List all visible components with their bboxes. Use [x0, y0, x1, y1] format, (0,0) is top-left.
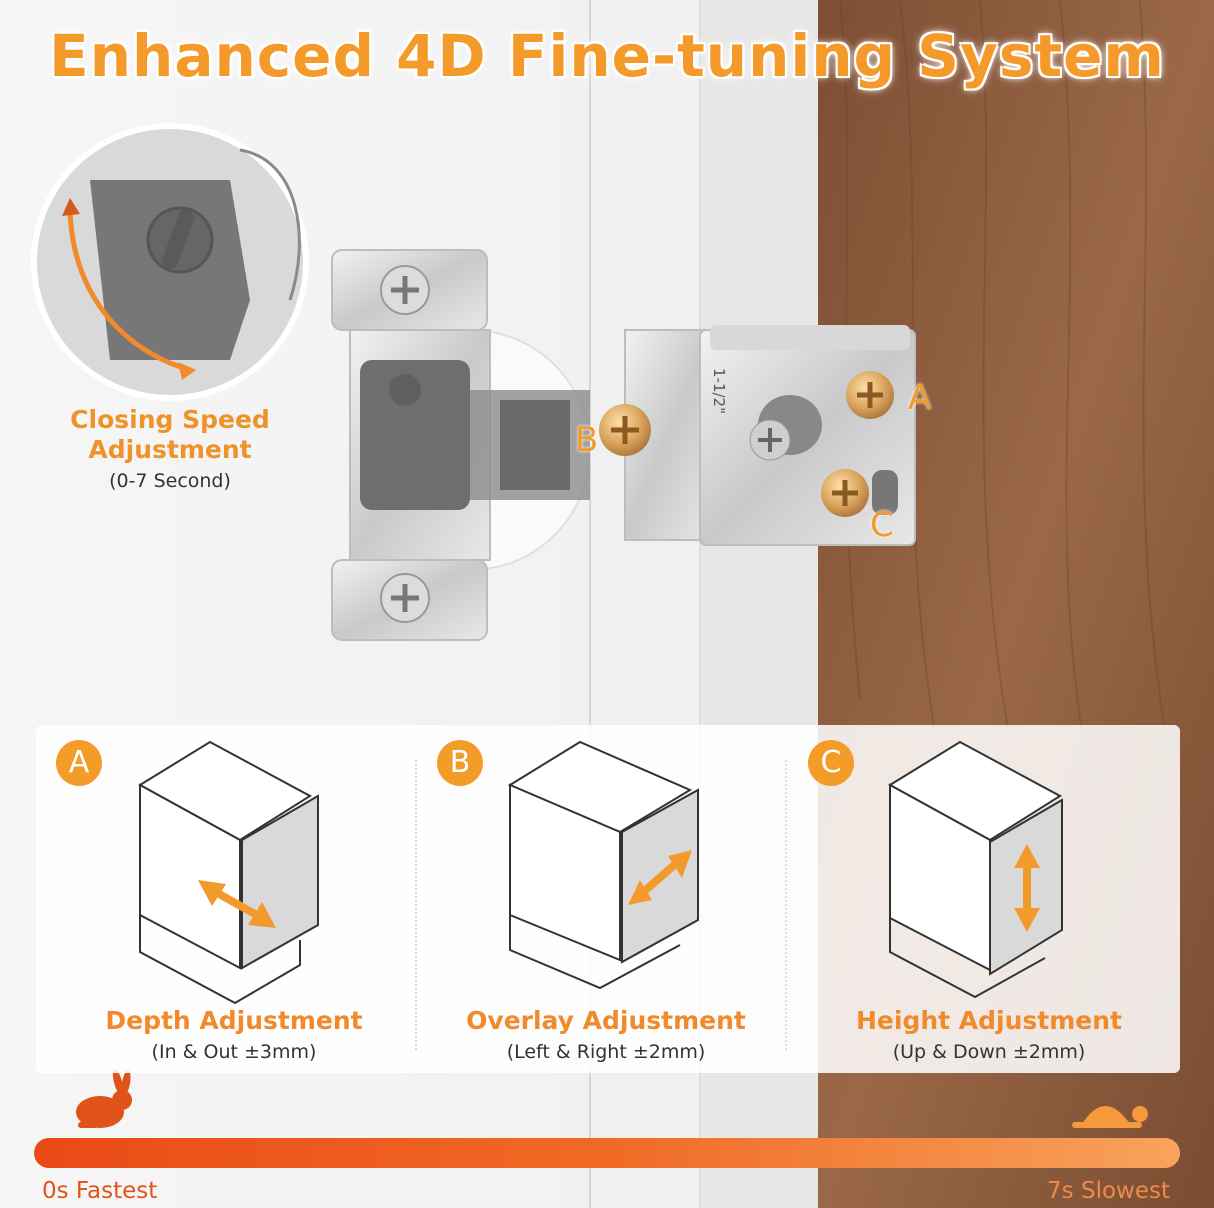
closing-speed-title-line2: Adjustment: [88, 435, 252, 464]
badge-c: C: [808, 740, 854, 786]
depth-adjustment-title: Depth Adjustment: [105, 1006, 363, 1035]
speed-gradient-bar: [34, 1138, 1180, 1168]
overlay-adjustment-title: Overlay Adjustment: [466, 1006, 746, 1035]
hinge-plate: [331, 249, 591, 641]
closing-speed-title: Closing Speed Adjustment: [60, 405, 280, 465]
panel-divider: [785, 760, 787, 1050]
badge-a: A: [56, 740, 102, 786]
closing-speed-range: (0-7 Second): [109, 470, 231, 492]
callout-b: B: [575, 420, 599, 460]
page-title: Enhanced 4D Fine-tuning System: [49, 22, 1165, 90]
badge-b: B: [437, 740, 483, 786]
turtle-icon: [1072, 1106, 1148, 1128]
overlay-adjustment-detail: (Left & Right ±2mm): [506, 1041, 706, 1063]
depth-adjustment-detail: (In & Out ±3mm): [151, 1041, 317, 1063]
height-adjustment-title: Height Adjustment: [856, 1006, 1122, 1035]
callout-a: A: [908, 378, 932, 418]
callout-c: C: [870, 505, 894, 545]
height-adjustment-detail: (Up & Down ±2mm): [892, 1041, 1086, 1063]
fastest-label: 0s Fastest: [42, 1178, 158, 1204]
rabbit-icon: [76, 1069, 132, 1128]
hinge-marking: 1-1/2": [710, 368, 728, 414]
damper-zoom-inset: [31, 123, 309, 401]
closing-speed-title-line1: Closing Speed: [70, 405, 270, 434]
hinge-arm: [599, 325, 916, 546]
panel-divider: [415, 760, 417, 1050]
slowest-label: 7s Slowest: [1047, 1178, 1170, 1204]
